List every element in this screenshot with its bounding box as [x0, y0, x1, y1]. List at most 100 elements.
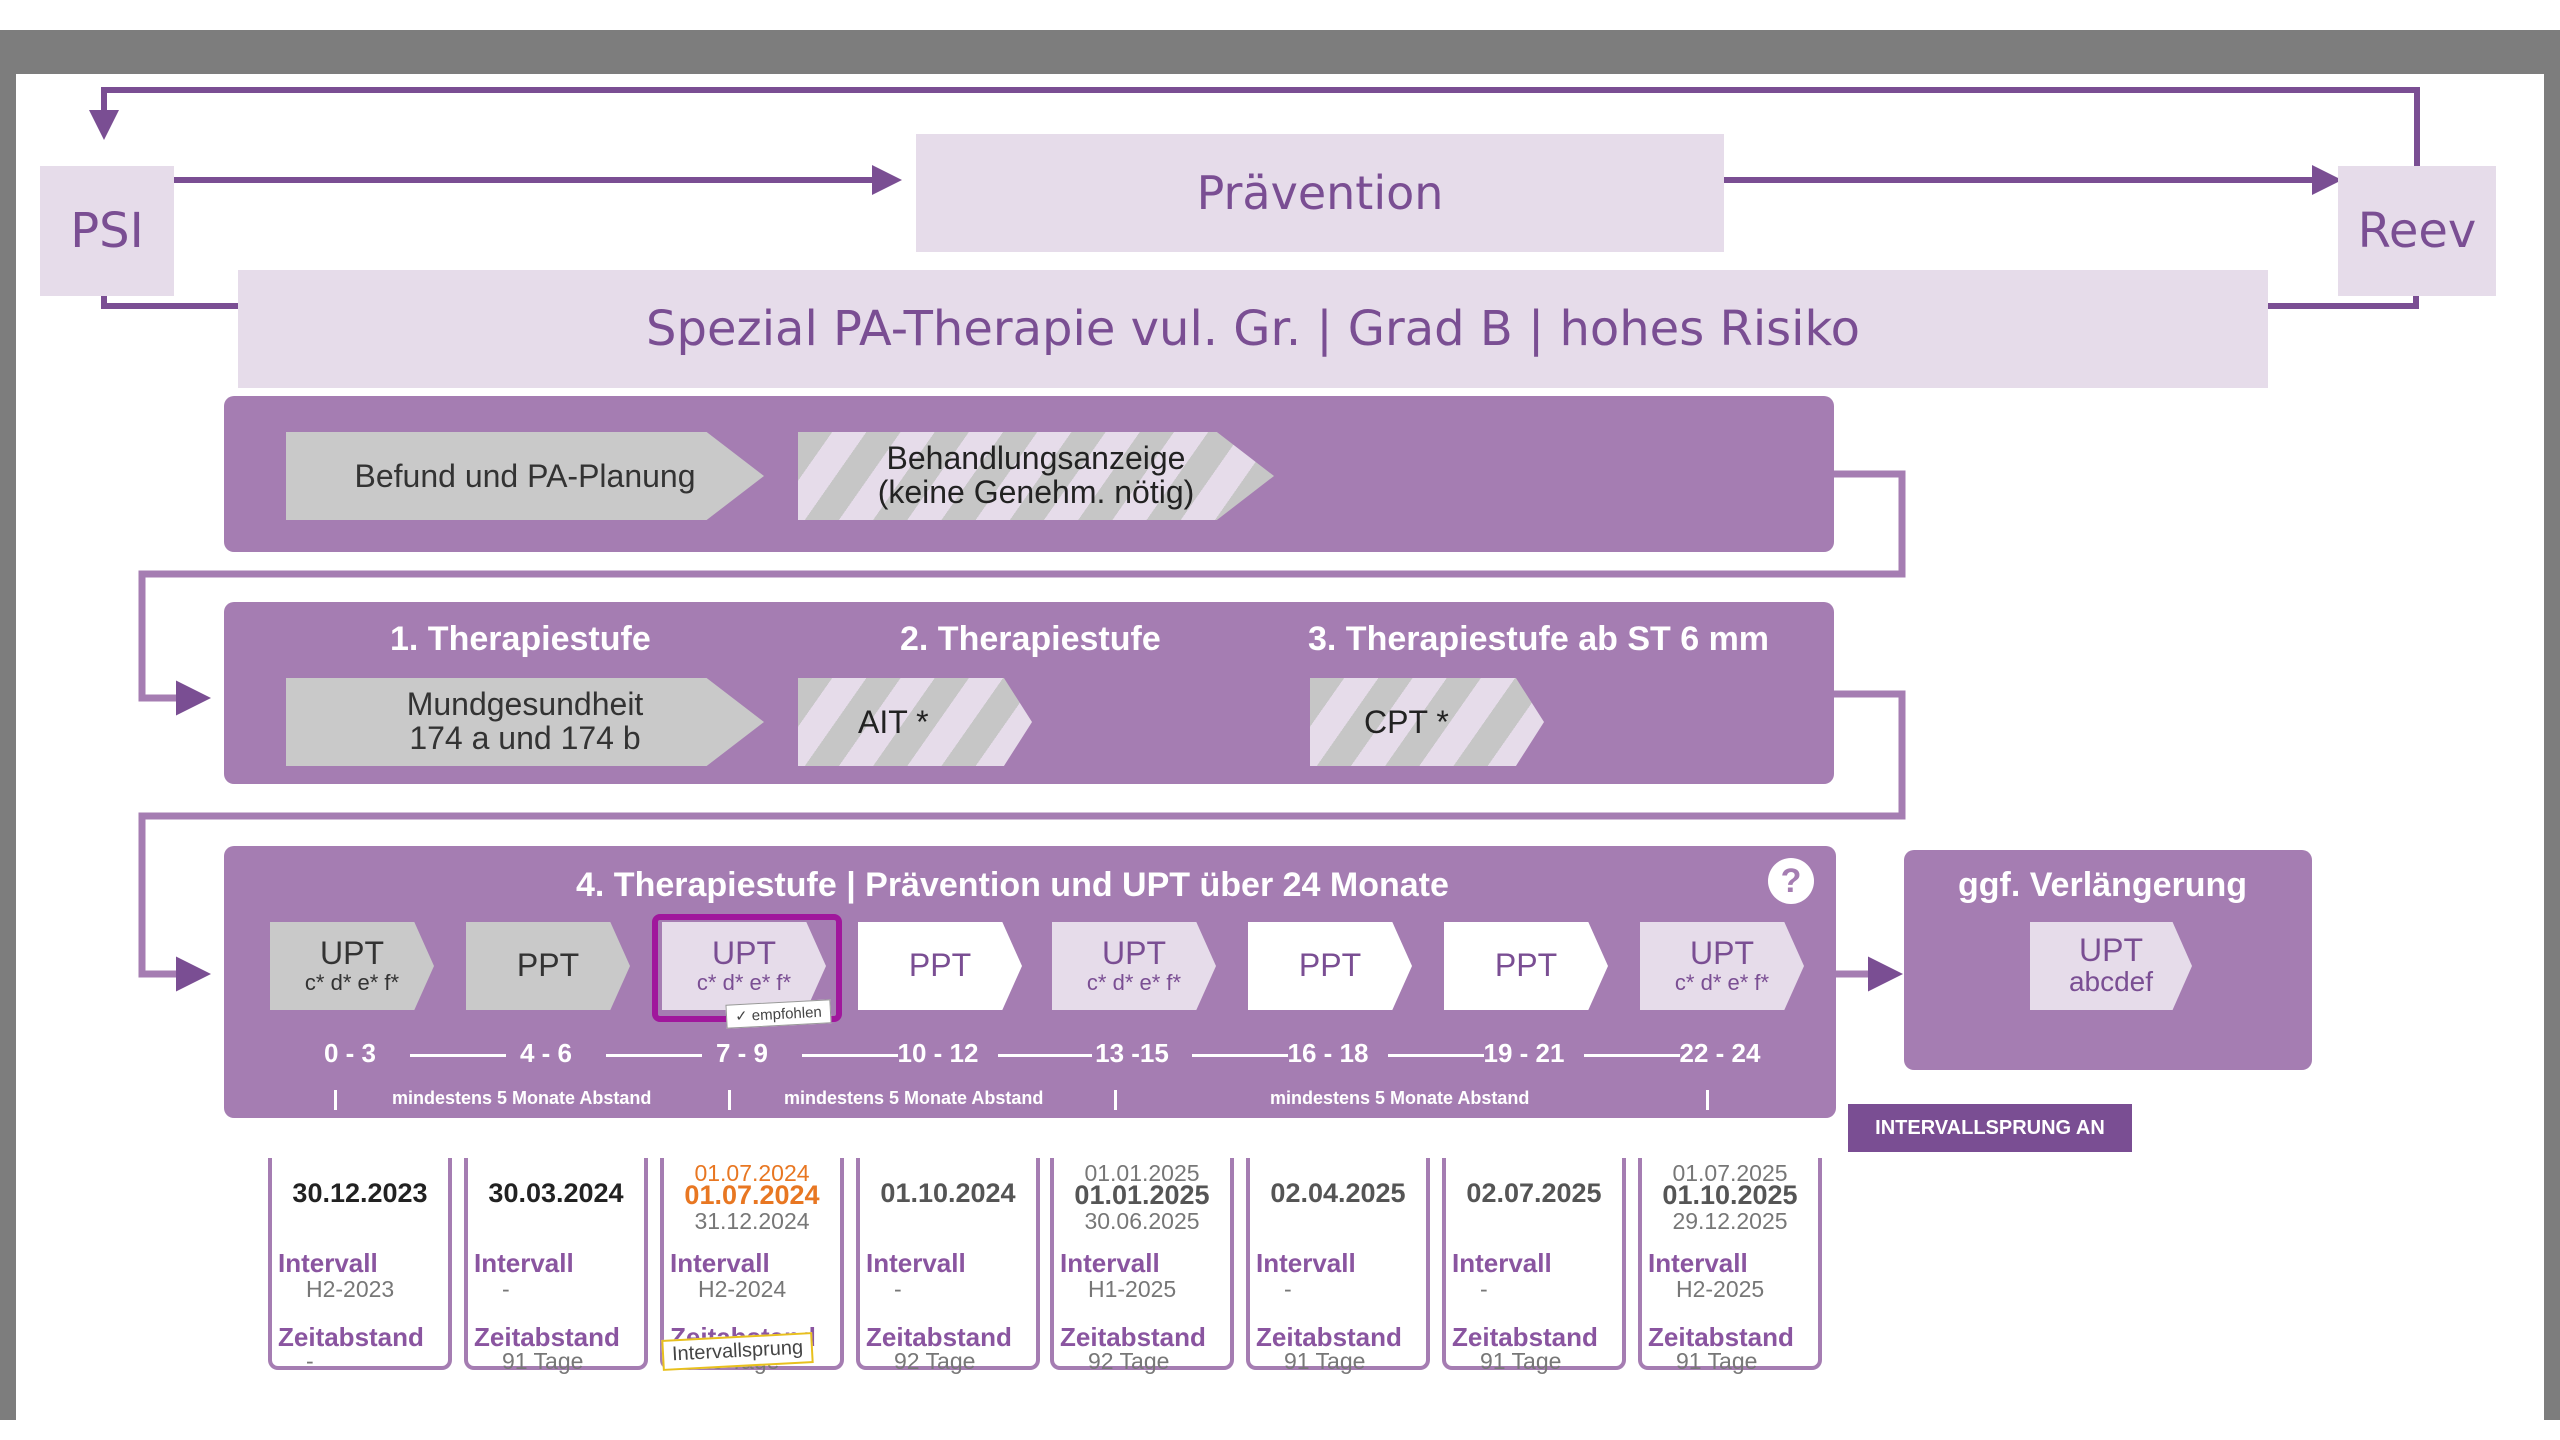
upt-step-codes: c* d* e* f*: [304, 969, 400, 995]
interval-label: Intervall: [1060, 1248, 1160, 1278]
extension-upt-sub: abcdef: [2068, 966, 2154, 998]
minimum-gap-label: mindestens 5 Monate Abstand: [392, 1088, 652, 1108]
interval-value: -: [1284, 1276, 1292, 1302]
behandlungsanzeige-step: Behandlungsanzeige (keine Genehm. nötig): [798, 432, 1274, 520]
upt-step-6: PPT: [1248, 922, 1412, 1010]
mundgesundheit-step: Mundgesundheit 174 a und 174 b: [286, 678, 764, 766]
help-icon[interactable]: ?: [1768, 858, 1814, 904]
ait-step: AIT *: [798, 678, 1032, 766]
gap-label: Zeitabstand: [474, 1322, 620, 1352]
praevention-box: Prävention: [916, 134, 1724, 252]
row2-to-row3-connector: [138, 690, 1906, 992]
appointment-date: 01.01.2025: [1074, 1180, 1210, 1210]
month-range-2: 4 - 6: [519, 1038, 573, 1068]
interval-label: Intervall: [1648, 1248, 1748, 1278]
upt-step-label: PPT: [1298, 947, 1362, 984]
appointment-date: 01.10.2025: [1662, 1180, 1798, 1210]
upt-step-label: PPT: [516, 947, 580, 984]
window-start-date: 01.07.2025: [1672, 1160, 1788, 1186]
month-range-6: 16 - 18: [1287, 1038, 1369, 1068]
upt-step-2: PPT: [466, 922, 630, 1010]
month-range-1: 0 - 3: [323, 1038, 377, 1068]
extension-upt-label: UPT: [2078, 931, 2143, 968]
interval-label: Intervall: [278, 1248, 378, 1278]
window-end-date: 29.12.2025: [1672, 1208, 1788, 1234]
reev-box: Reev: [2338, 166, 2496, 296]
range-separator: [606, 1054, 702, 1057]
interval-label: Intervall: [670, 1248, 770, 1278]
stufe3-title: 3. Therapiestufe ab ST 6 mm: [1308, 620, 1770, 658]
range-separator: [1584, 1054, 1680, 1057]
interval-value: H1-2025: [1088, 1276, 1177, 1302]
outer-frame: PSI Prävention Reev Spezial PA-Therapie …: [0, 30, 2560, 1424]
gap-label: Zeitabstand: [866, 1322, 1012, 1352]
mund-line2: 174 a und 174 b: [409, 720, 641, 756]
interval-label: Intervall: [1452, 1248, 1552, 1278]
extension-upt-step: UPT abcdef: [2030, 922, 2192, 1010]
gap-label: Zeitabstand: [1256, 1322, 1402, 1352]
behandlung-line1: Behandlungsanzeige: [886, 440, 1186, 477]
window-start-date: 01.07.2024: [694, 1160, 810, 1186]
interval-label: Intervall: [474, 1248, 574, 1278]
interval-label: Intervall: [866, 1248, 966, 1278]
psi-box: PSI: [40, 166, 174, 296]
upt-step-label: PPT: [908, 947, 972, 984]
behandlung-line2: (keine Genehm. nötig): [877, 474, 1195, 510]
upt-step-codes: c* d* e* f*: [1674, 969, 1770, 995]
range-separator: [410, 1054, 506, 1057]
interval-value: -: [894, 1276, 902, 1302]
diagram-canvas: PSI Prävention Reev Spezial PA-Therapie …: [16, 74, 2544, 1424]
month-range-3: 7 - 9: [715, 1038, 769, 1068]
interval-value: -: [502, 1276, 510, 1302]
recommended-text: empfohlen: [751, 1003, 823, 1025]
loop-top-connector: [89, 87, 2420, 204]
minimum-gap-label: mindestens 5 Monate Abstand: [1270, 1088, 1530, 1108]
interval-value: H2-2023: [306, 1276, 395, 1302]
stufe1-title: 1. Therapiestufe: [390, 620, 651, 658]
upt-step-codes: c* d* e* f*: [696, 969, 792, 995]
range-separator: [998, 1054, 1092, 1057]
range-separator: [1192, 1054, 1288, 1057]
window-end-date: 30.06.2025: [1084, 1208, 1200, 1234]
gap-label: Zeitabstand: [1452, 1322, 1598, 1352]
gap-label: Zeitabstand: [278, 1322, 424, 1352]
upt-step-label: PPT: [1494, 947, 1558, 984]
upt-step-4: PPT: [858, 922, 1022, 1010]
row1-to-row2-connector: [138, 470, 1906, 716]
appointment-date: 30.12.2023: [292, 1178, 428, 1208]
interval-value: -: [1480, 1276, 1488, 1302]
ait-label: AIT *: [858, 704, 929, 740]
flow-connectors: [89, 87, 2431, 992]
gap-value: 91 Tage: [502, 1348, 584, 1374]
appointment-date: 02.04.2025: [1270, 1178, 1406, 1208]
window-start-date: 01.01.2025: [1084, 1160, 1200, 1186]
interval-jump-button[interactable]: INTERVALLSPRUNG AN: [1848, 1104, 2132, 1152]
month-range-4: 10 - 12: [897, 1038, 979, 1068]
upt-panel-title: 4. Therapiestufe | Prävention und UPT üb…: [576, 866, 1449, 904]
befund-label: Befund und PA-Planung: [354, 458, 696, 494]
upt-step-7: PPT: [1444, 922, 1608, 1010]
gap-value: -: [306, 1348, 314, 1374]
gap-tick: [1706, 1090, 1709, 1110]
range-separator: [802, 1054, 898, 1057]
interval-label: Intervall: [1256, 1248, 1356, 1278]
gap-value: 92 Tage: [894, 1348, 976, 1374]
minimum-gap-label: mindestens 5 Monate Abstand: [784, 1088, 1044, 1108]
interval-value: H2-2024: [698, 1276, 787, 1302]
appointment-date: 01.07.2024: [684, 1180, 820, 1210]
upt-step-label: UPT: [1689, 935, 1754, 972]
extension-title: ggf. Verlängerung: [1958, 866, 2248, 904]
upt-step-label: UPT: [711, 935, 776, 972]
befund-step: Befund und PA-Planung: [286, 432, 764, 520]
cpt-step: CPT *: [1310, 678, 1544, 766]
